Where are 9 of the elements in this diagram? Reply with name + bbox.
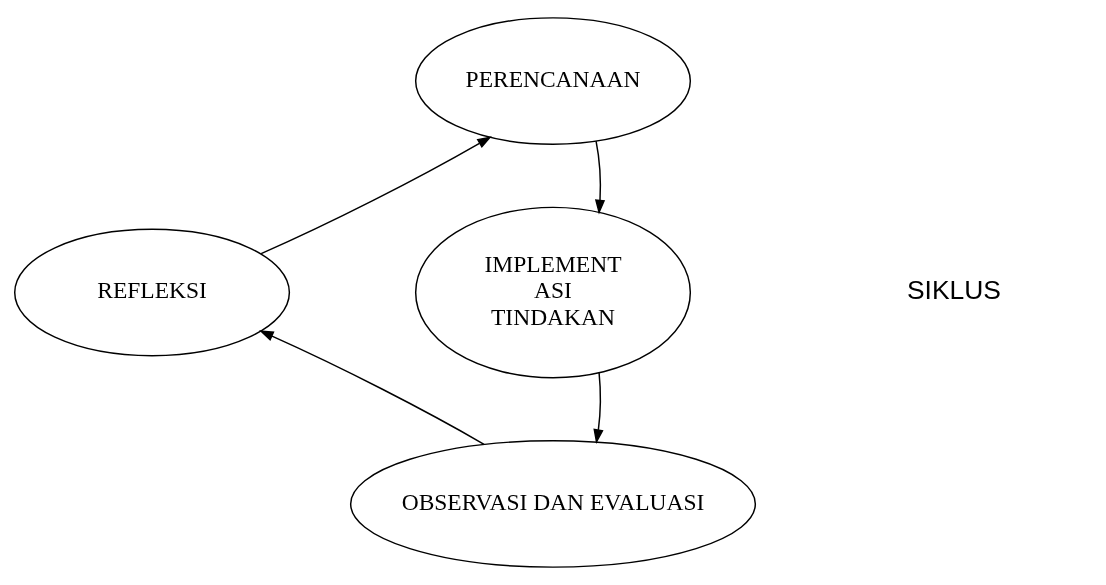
node-ellipse: REFLEKSI <box>14 228 291 357</box>
node-ellipse: PERENCANAAN <box>414 17 692 145</box>
node-ellipse: OBSERVASI DAN EVALUASI <box>349 440 757 568</box>
arrow <box>259 330 485 445</box>
arrow <box>594 140 606 215</box>
arrow <box>260 136 492 255</box>
label: SIKLUS <box>906 274 1001 305</box>
arrow <box>593 372 604 444</box>
node-ellipse: IMPLEMENT ASI TINDAKAN <box>414 206 692 379</box>
